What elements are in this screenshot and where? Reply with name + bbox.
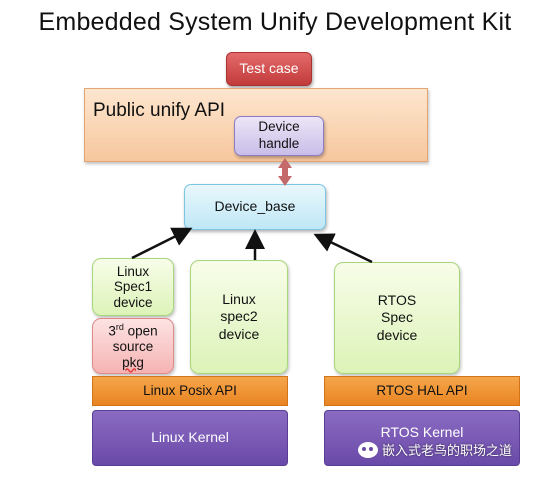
wechat-icon [358, 441, 378, 458]
arrow-linux-spec1-to-base [131, 227, 193, 260]
rtos-spec-label: RTOS Spec device [376, 291, 418, 343]
open-source-pkg-label: 3rd open source pkg [108, 321, 158, 370]
device-handle-label: Device handle [258, 119, 300, 151]
test-case-block: Test case [226, 52, 312, 86]
linux-spec2-label: Linux spec2 device [218, 290, 260, 342]
handle-base-double-arrow [278, 158, 292, 186]
rtos-kernel-block: RTOS Kernel [324, 410, 520, 466]
rtos-spec-device-block: RTOS Spec device [334, 262, 460, 374]
device-base-block: Device_base [184, 184, 326, 230]
rtos-hal-api-label: RTOS HAL API [376, 382, 468, 398]
public-api-label: Public unify API [93, 100, 226, 121]
linux-posix-api-label: Linux Posix API [143, 382, 237, 398]
watermark: 嵌入式老鸟的职场之道 [358, 440, 512, 459]
test-case-label: Test case [239, 60, 299, 77]
device-base-label: Device_base [214, 198, 296, 215]
linux-spec1-device-block: Linux Spec1 device [92, 258, 174, 316]
rtos-hal-api-bar: RTOS HAL API [324, 376, 520, 406]
diagram-title: Embedded System Unify Development Kit [38, 8, 512, 36]
arrow-rtos-spec-to-base [313, 233, 373, 264]
linux-kernel-block: Linux Kernel [92, 410, 288, 466]
linux-posix-api-bar: Linux Posix API [92, 376, 288, 406]
device-handle-block: Device handle [234, 116, 324, 156]
linux-spec1-label: Linux Spec1 device [113, 263, 153, 310]
open-source-pkg-block: 3rd open source pkg [92, 318, 174, 374]
linux-spec2-device-block: Linux spec2 device [190, 260, 288, 374]
linux-kernel-label: Linux Kernel [151, 429, 229, 446]
rtos-kernel-label: RTOS Kernel [380, 424, 464, 441]
watermark-text: 嵌入式老鸟的职场之道 [382, 443, 513, 458]
